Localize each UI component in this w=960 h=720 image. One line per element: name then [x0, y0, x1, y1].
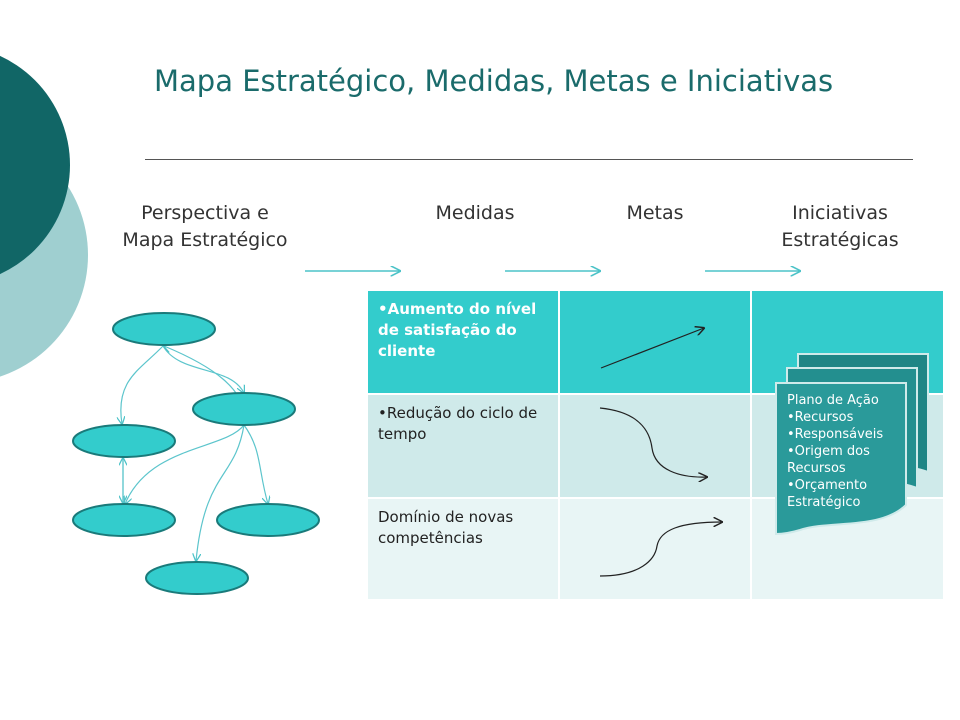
dark-circle [0, 55, 70, 275]
map-node [145, 561, 249, 595]
map-edge [162, 345, 244, 393]
page-title: Mapa Estratégico, Medidas, Metas e Inici… [154, 64, 834, 98]
header-iniciativas-line2: Estratégicas [781, 229, 899, 251]
goal-trend-rise [599, 522, 722, 577]
action-plan-item: Recursos [787, 409, 905, 426]
map-edge [121, 345, 164, 424]
action-plan-title: Plano de Ação [787, 393, 879, 408]
map-node [216, 503, 320, 537]
measure-cell-1: Aumento do nível de satisfação do client… [368, 291, 558, 393]
header-perspectiva-line2: Mapa Estratégico [122, 229, 288, 251]
goal-cell-2 [560, 395, 750, 497]
header-perspectiva-line1: Perspectiva e [141, 202, 269, 224]
map-node [72, 424, 176, 458]
header-medidas: Medidas [435, 202, 515, 224]
map-edge [125, 424, 245, 504]
goal-trend-up [600, 328, 704, 369]
map-edge [196, 424, 245, 561]
map-edge [243, 424, 268, 504]
action-plan: Plano de Ação Recursos Responsáveis Orig… [787, 392, 905, 511]
action-plan-item: Responsáveis [787, 426, 905, 443]
header-perspectiva: Perspectiva e Mapa Estratégico [85, 200, 325, 254]
goal-trend-down [599, 407, 707, 477]
map-node [192, 392, 296, 426]
title-divider [145, 159, 913, 160]
goal-cell-3 [560, 499, 750, 599]
action-plan-item: Orçamento Estratégico [787, 477, 905, 511]
measure-cell-3: Domínio de novas competências [368, 499, 558, 599]
header-iniciativas: Iniciativas Estratégicas [740, 200, 940, 254]
header-iniciativas-line1: Iniciativas [792, 202, 888, 224]
map-node [112, 312, 216, 346]
measure-3-text: Domínio de novas competências [378, 508, 514, 547]
goal-cell-1 [560, 291, 750, 393]
action-plan-item: Origem dos Recursos [787, 443, 905, 477]
measure-cell-2: Redução do ciclo de tempo [368, 395, 558, 497]
header-metas: Metas [626, 202, 684, 224]
map-node [72, 503, 176, 537]
